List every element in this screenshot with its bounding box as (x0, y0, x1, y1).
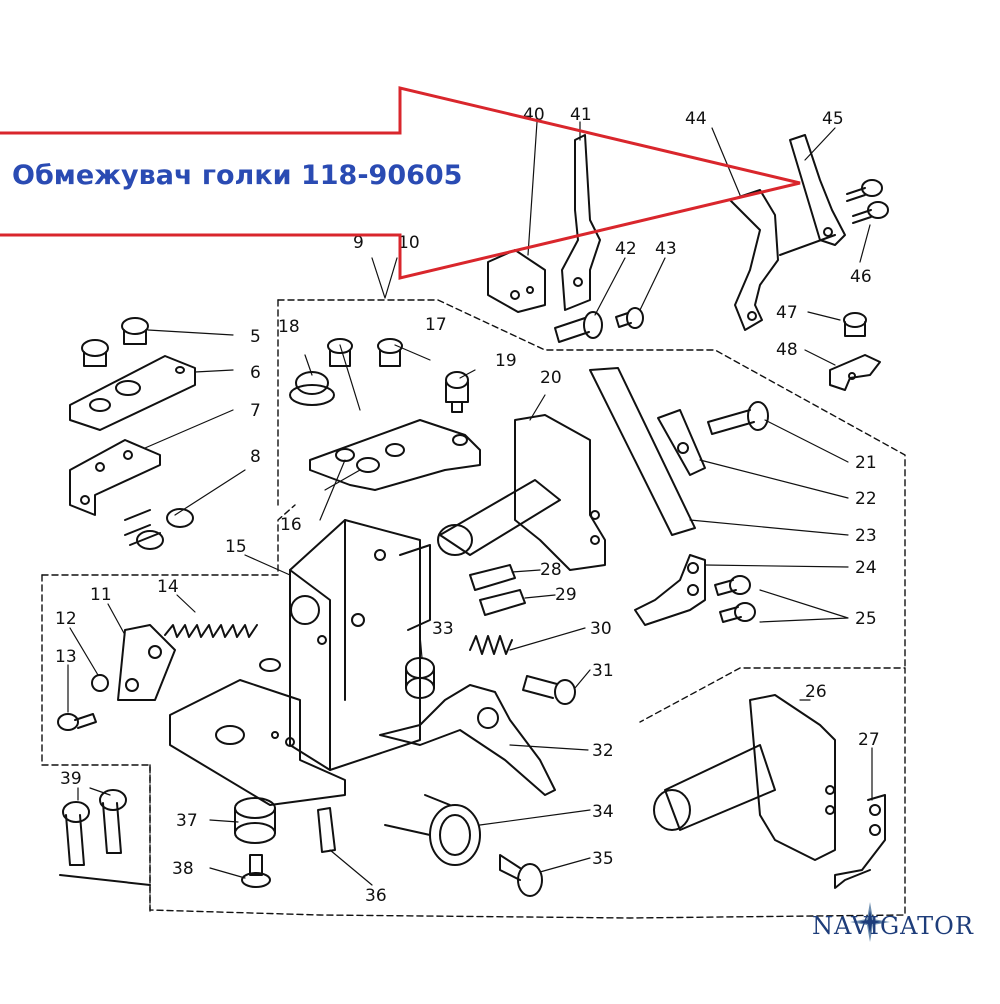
label-46: 46 (850, 267, 872, 287)
label-27: 27 (858, 730, 880, 750)
part-32-lever (379, 684, 556, 796)
label-18: 18 (278, 317, 300, 337)
brand-name: NAVIGATOR (812, 912, 974, 940)
part-19-pin (445, 371, 469, 413)
label-48: 48 (776, 340, 798, 360)
part-41-lever (561, 134, 601, 311)
part-43-screw (615, 307, 644, 329)
label-26: 26 (805, 682, 827, 702)
label-31: 31 (592, 661, 614, 681)
part-40-block (487, 249, 546, 313)
part-44-lever (729, 189, 779, 331)
label-22: 22 (855, 489, 877, 509)
label-6: 6 (250, 363, 261, 383)
part-28-pin (469, 564, 516, 591)
compass-star-icon (850, 902, 890, 942)
label-13: 13 (55, 647, 77, 667)
part-8-screws (124, 508, 194, 550)
part-15-body (289, 519, 431, 771)
part-11-plate (117, 624, 176, 701)
label-20: 20 (540, 368, 562, 388)
label-23: 23 (855, 526, 877, 546)
part-27-plate (834, 794, 886, 889)
part-24-lever (634, 554, 706, 626)
part-42-screw (554, 311, 603, 343)
part-14-spring (164, 624, 258, 638)
label-7: 7 (250, 401, 261, 421)
part-5-screws (81, 317, 149, 367)
label-34: 34 (592, 802, 614, 822)
callout-title: Обмежувач голки 118-90605 (12, 160, 463, 191)
part-12-ball (91, 674, 109, 692)
label-47: 47 (776, 303, 798, 323)
label-5: 5 (250, 327, 261, 347)
label-19: 19 (495, 351, 517, 371)
part-22-plate (657, 409, 706, 476)
part-36-pin (317, 807, 336, 853)
label-33: 33 (432, 619, 454, 639)
part-25-screws (714, 575, 756, 623)
label-44: 44 (685, 109, 707, 129)
part-16-plate (309, 419, 481, 491)
label-38: 38 (172, 859, 194, 879)
part-37-collar (234, 797, 276, 844)
label-39: 39 (60, 769, 82, 789)
part-18-cap (289, 371, 335, 406)
part-13-screw (57, 713, 97, 731)
label-43: 43 (655, 239, 677, 259)
label-36: 36 (365, 886, 387, 906)
group-outline-left (41, 299, 906, 919)
callout-arrow (0, 86, 801, 280)
label-10: 10 (398, 233, 420, 253)
part-39-screws (59, 789, 151, 886)
label-35: 35 (592, 849, 614, 869)
label-37: 37 (176, 811, 198, 831)
part-34-torsion-spring (384, 794, 481, 866)
part-29-pin (479, 589, 526, 616)
label-21: 21 (855, 453, 877, 473)
part-31-screw (522, 675, 576, 705)
label-15: 15 (225, 537, 247, 557)
part-33-collar (405, 657, 435, 699)
brand-logo: NAVIGATOR (812, 902, 997, 968)
part-38-screw (241, 854, 271, 888)
part-15-base (169, 658, 346, 806)
label-11: 11 (90, 585, 112, 605)
part-47-screw (843, 312, 867, 337)
part-20-holder (437, 414, 606, 571)
label-28: 28 (540, 560, 562, 580)
part-23-blade (589, 367, 696, 536)
label-16: 16 (280, 515, 302, 535)
label-9: 9 (353, 233, 364, 253)
label-25: 25 (855, 609, 877, 629)
part-35-stud (499, 854, 543, 897)
label-14: 14 (157, 577, 179, 597)
label-45: 45 (822, 109, 844, 129)
label-17: 17 (425, 315, 447, 335)
label-8: 8 (250, 447, 261, 467)
label-32: 32 (592, 741, 614, 761)
part-26-holder (653, 694, 836, 861)
label-24: 24 (855, 558, 877, 578)
part-30-spring (469, 635, 513, 655)
part-7-bracket (69, 439, 161, 516)
part-6-plate (69, 355, 196, 431)
part-45-lever (779, 134, 846, 256)
part-21-screw (707, 401, 769, 435)
part-48-bracket (829, 354, 881, 391)
label-41: 41 (570, 105, 592, 125)
label-42: 42 (615, 239, 637, 259)
label-30: 30 (590, 619, 612, 639)
label-12: 12 (55, 609, 77, 629)
part-46-screws (846, 179, 889, 224)
leader-lines (67, 121, 873, 886)
label-29: 29 (555, 585, 577, 605)
part-17-screws (327, 338, 403, 367)
